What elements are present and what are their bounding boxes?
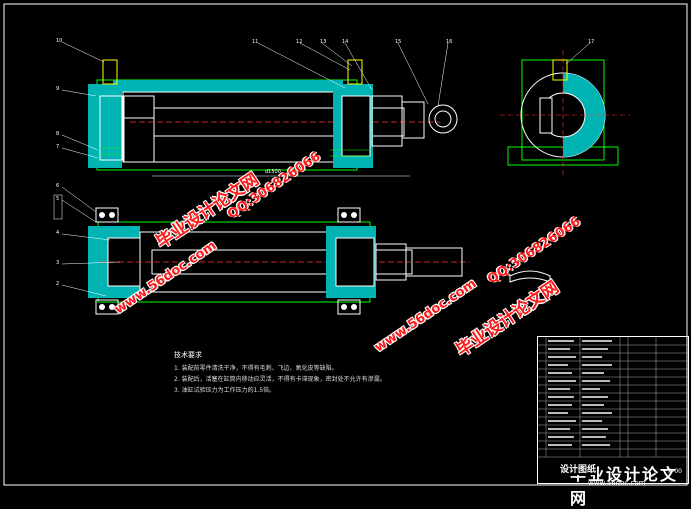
site-footer-logo: 毕业设计论文网 www.56doc.com	[530, 460, 690, 508]
detail-clip	[509, 270, 551, 283]
svg-text:9: 9	[56, 86, 59, 92]
title-block: A-00	[537, 336, 689, 484]
svg-text:5: 5	[56, 196, 59, 202]
dim-label: d1500	[265, 169, 281, 175]
drawing-frame	[3, 3, 688, 486]
svg-text:12: 12	[296, 39, 302, 45]
svg-text:16: 16	[446, 39, 452, 45]
svg-text:13: 13	[320, 39, 326, 45]
svg-text:4: 4	[56, 230, 59, 236]
svg-text:2: 2	[56, 281, 59, 287]
footer-tag: 设计图纸	[560, 462, 597, 475]
svg-text:17: 17	[588, 39, 594, 45]
svg-text:6: 6	[56, 183, 59, 189]
svg-text:14: 14	[342, 39, 348, 45]
svg-text:8: 8	[56, 131, 59, 137]
notes-line: 3. 油缸试验压力为工作压力的1.5倍。	[174, 387, 276, 394]
svg-text:3: 3	[56, 260, 59, 266]
svg-text:15: 15	[395, 39, 401, 45]
cylinder-end-view	[500, 50, 630, 175]
technical-notes: 技术要求 1. 装配前零件清洗干净，不得有毛刺、飞边、氧化皮等缺陷。 2. 装配…	[174, 350, 386, 396]
callout-box	[53, 194, 63, 220]
notes-line: 2. 装配后，活塞在缸筒内移动应灵活，不得有卡滞现象，密封处不允许有渗漏。	[174, 376, 386, 383]
svg-text:10: 10	[56, 38, 62, 44]
cylinder-side-section: d1500	[88, 59, 458, 177]
notes-title: 技术要求	[174, 351, 202, 359]
parts-list-grid	[538, 337, 688, 458]
svg-text:7: 7	[56, 144, 59, 150]
engineering-drawing: d1500	[3, 3, 688, 486]
notes-line: 1. 装配前零件清洗干净，不得有毛刺、飞边、氧化皮等缺陷。	[174, 365, 338, 372]
footer-url: www.56doc.com	[588, 479, 646, 487]
svg-text:11: 11	[252, 39, 258, 45]
drawing-number: A-00	[668, 468, 682, 475]
